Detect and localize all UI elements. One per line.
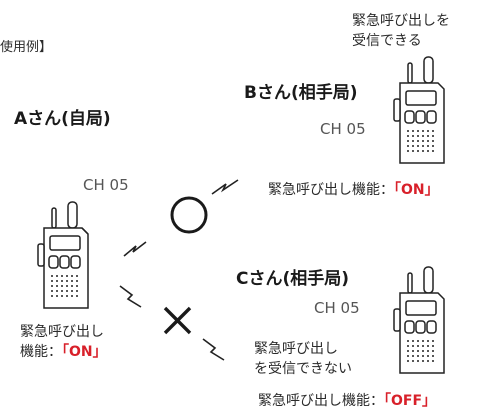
station-b-caption: 緊急呼び出し機能：「ON」 (268, 182, 439, 198)
radio-c-icon (393, 266, 445, 374)
signal-bolt-to-c (202, 338, 225, 361)
station-c-note-line2: を受信できない (254, 361, 352, 377)
station-b-note-line1: 緊急呼び出しを (352, 13, 450, 29)
station-c-channel: CH 05 (314, 299, 360, 317)
header-fragment: 使用例】 (0, 40, 53, 55)
station-c-title: Cさん(相手局) (236, 269, 350, 289)
station-a-caption-line1: 緊急呼び出し (20, 324, 104, 340)
station-b-title: Bさん(相手局) (244, 83, 358, 103)
station-a-channel: CH 05 (83, 176, 129, 194)
cross-symbol (163, 306, 192, 335)
signal-bolt-from-a-upper (123, 241, 147, 257)
station-c-caption: 緊急呼び出し機能：「OFF」 (258, 393, 437, 409)
station-a-setting: 「ON」 (62, 344, 107, 360)
station-a-title: Aさん(自局) (14, 109, 111, 129)
radio-a-icon (37, 201, 89, 309)
station-b-setting: 「ON」 (394, 182, 439, 198)
station-c-setting: 「OFF」 (384, 393, 437, 409)
radio-b-icon (393, 56, 445, 164)
signal-bolt-to-b (211, 179, 239, 195)
station-b-channel: CH 05 (320, 120, 366, 138)
station-b-note-line2: 受信できる (352, 33, 422, 49)
station-c-note-line1: 緊急呼び出し (254, 341, 338, 357)
signal-bolt-from-a-lower (119, 285, 142, 308)
station-a-caption-line2: 機能：「ON」 (20, 344, 107, 360)
circle-symbol (170, 196, 208, 234)
